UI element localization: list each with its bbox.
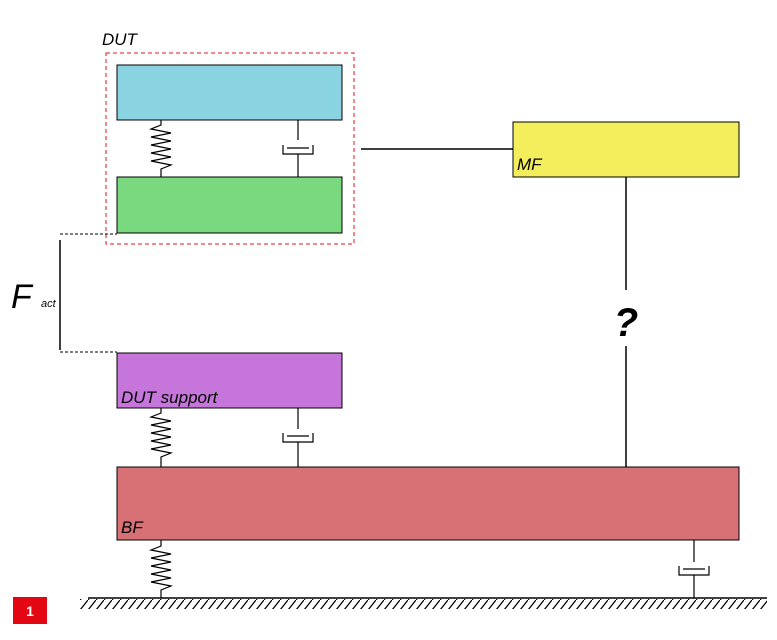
figure-number: 1 — [26, 603, 34, 619]
unknown-link-mark: ? — [614, 301, 638, 345]
dut-label: DUT — [102, 30, 139, 49]
figure-number-badge — [13, 597, 47, 624]
bf-spring — [148, 540, 174, 598]
mf-label: MF — [517, 155, 543, 174]
support-spring — [148, 408, 174, 467]
bf-label: BF — [121, 518, 144, 537]
dut-spring — [148, 120, 174, 177]
dut-support-block — [116, 352, 343, 409]
dut-damper — [282, 120, 314, 177]
dut-boundary — [105, 52, 355, 245]
ground-hatch — [80, 599, 767, 609]
dut-lower-mass — [116, 176, 343, 234]
force-subscript: act — [41, 298, 57, 310]
dut-support-label: DUT support — [121, 388, 219, 407]
force-label: F — [11, 278, 34, 316]
support-damper — [282, 408, 314, 467]
bf-damper — [678, 540, 710, 598]
mf-block — [512, 121, 740, 178]
bf-block — [116, 466, 740, 541]
dut-upper-mass — [116, 64, 343, 121]
